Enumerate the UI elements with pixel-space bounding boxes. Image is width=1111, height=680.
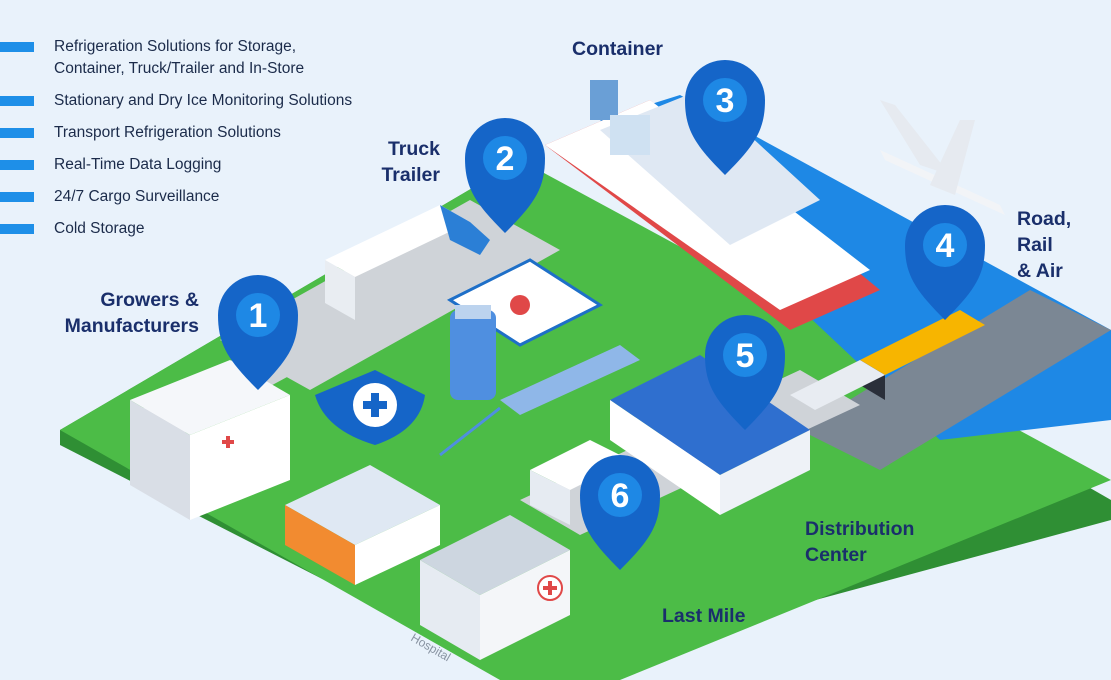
pin-3: 3 [685, 60, 765, 175]
legend-marker [0, 42, 34, 52]
pin-5-number: 5 [736, 337, 755, 375]
rail-track [800, 290, 1111, 470]
syringe [439, 345, 640, 457]
legend-marker [0, 160, 34, 170]
label-truck-line2: Trailer [381, 164, 440, 186]
pin-1: 1 [218, 275, 298, 390]
truck-trailer [325, 205, 490, 320]
label-road-rail-air: Road, Rail & Air [1017, 206, 1071, 284]
label-distribution-line2: Center [805, 544, 867, 566]
legend-label: 24/7 Cargo Surveillance [54, 188, 220, 205]
train [790, 310, 985, 410]
delivery-van [530, 440, 630, 525]
legend-label-line: Container, Truck/Trailer and In-Store [54, 60, 305, 77]
label-road-line2: Rail [1017, 234, 1053, 256]
label-growers-line1: Growers & [100, 289, 199, 311]
medicine-vial [450, 305, 496, 400]
pin-4-number: 4 [936, 227, 955, 265]
pin-3-number: 3 [716, 82, 735, 120]
label-container-line1: Container [572, 38, 664, 60]
pin-6-number: 6 [611, 477, 630, 515]
legend-label: Real-Time Data Logging [54, 156, 222, 173]
legend-marker [0, 96, 34, 106]
pin-2-number: 2 [496, 140, 515, 178]
label-distribution-line1: Distribution [805, 518, 915, 540]
pin-1-number: 1 [249, 297, 268, 335]
pin-6: 6 [580, 455, 660, 570]
container-ship [545, 80, 880, 330]
label-truck: Truck Trailer [370, 136, 440, 188]
health-shield [315, 370, 425, 445]
label-road-line1: Road, [1017, 208, 1072, 230]
distribution-center [610, 355, 810, 515]
retail-store [285, 465, 440, 585]
label-road-line3: & Air [1017, 260, 1063, 282]
label-last-mile: Last Mile [662, 603, 745, 629]
label-distribution: Distribution Center [805, 516, 914, 568]
label-growers-line2: Manufacturers [64, 315, 199, 337]
legend-label: Cold Storage [54, 220, 145, 237]
pin-4: 4 [905, 205, 985, 320]
legend-label: Refrigeration Solutions for Storage, Con… [54, 36, 304, 80]
legend-label: Stationary and Dry Ice Monitoring Soluti… [54, 92, 353, 109]
label-growers: Growers & Manufacturers [44, 287, 199, 339]
label-truck-line1: Truck [387, 138, 440, 160]
pin-5: 5 [705, 315, 785, 430]
legend-label-line: Refrigeration Solutions for Storage, [54, 38, 297, 55]
pin-2: 2 [465, 118, 545, 233]
legend-label: Transport Refrigeration Solutions [54, 124, 281, 141]
label-lastmile-line1: Last Mile [662, 605, 746, 627]
legend-marker [0, 192, 34, 202]
label-container: Container [572, 36, 663, 62]
airplane [880, 100, 1005, 215]
legend-marker [0, 128, 34, 138]
legend-marker [0, 224, 34, 234]
